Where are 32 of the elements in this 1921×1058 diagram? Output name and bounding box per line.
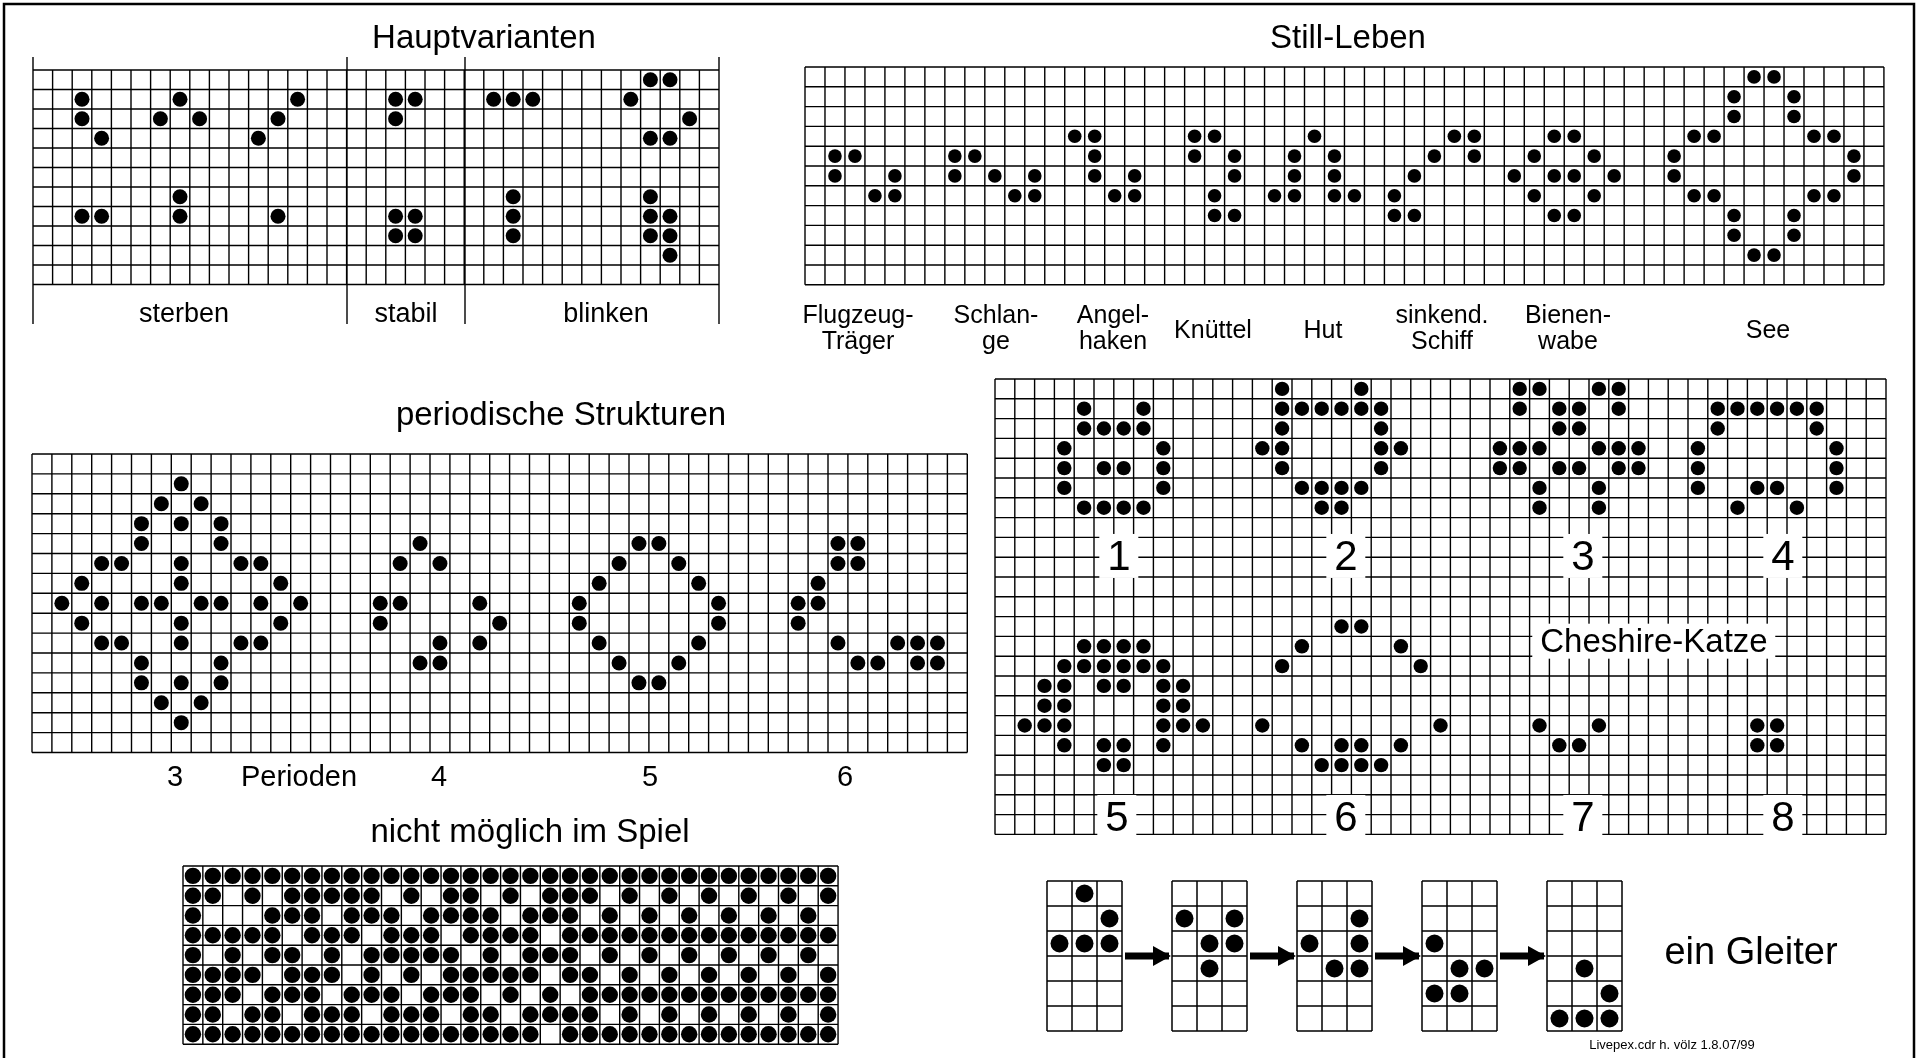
- pattern-label: Knüttel: [1174, 315, 1252, 343]
- section-title: nicht möglich im Spiel: [370, 813, 690, 849]
- section-title: periodische Strukturen: [395, 396, 727, 432]
- grid-drawing: [1422, 881, 1497, 1031]
- section-title: Still-Leben: [1270, 19, 1426, 55]
- section-title: Hauptvarianten: [372, 19, 596, 55]
- category-label: sterben: [138, 298, 230, 328]
- section-title: ein Gleiter: [1664, 932, 1838, 972]
- phase-number: 2: [1326, 533, 1366, 579]
- section-title: Cheshire-Katze: [1532, 623, 1776, 659]
- grid-drawing: [1297, 881, 1372, 1031]
- phase-number: 1: [1099, 533, 1139, 579]
- category-label: stabil: [374, 298, 438, 328]
- pattern-label: Hut: [1303, 315, 1343, 343]
- pattern-label: Schlan- ge: [952, 300, 1040, 354]
- category-label: blinken: [563, 298, 649, 328]
- period-number: 6: [836, 760, 854, 792]
- period-number: 5: [641, 760, 659, 792]
- period-number: 4: [430, 760, 448, 792]
- period-label: Perioden: [240, 760, 358, 792]
- pattern-label: Angel- haken: [1075, 300, 1151, 354]
- pattern-label: See: [1745, 315, 1791, 343]
- period-number: 3: [166, 760, 184, 792]
- phase-number: 3: [1563, 533, 1603, 579]
- pattern-label: Flugzeug- Träger: [801, 300, 915, 354]
- grid-drawing: [1047, 881, 1122, 1031]
- pattern-label: Bienen- wabe: [1523, 300, 1613, 354]
- credit-note: Livepex.cdr h. völz 1.8.07/99: [1589, 1038, 1755, 1052]
- pattern-label: sinkend. Schiff: [1394, 300, 1490, 354]
- grid-drawing: [1172, 881, 1247, 1031]
- phase-number: 4: [1763, 533, 1803, 579]
- grid-drawing: [1547, 881, 1622, 1031]
